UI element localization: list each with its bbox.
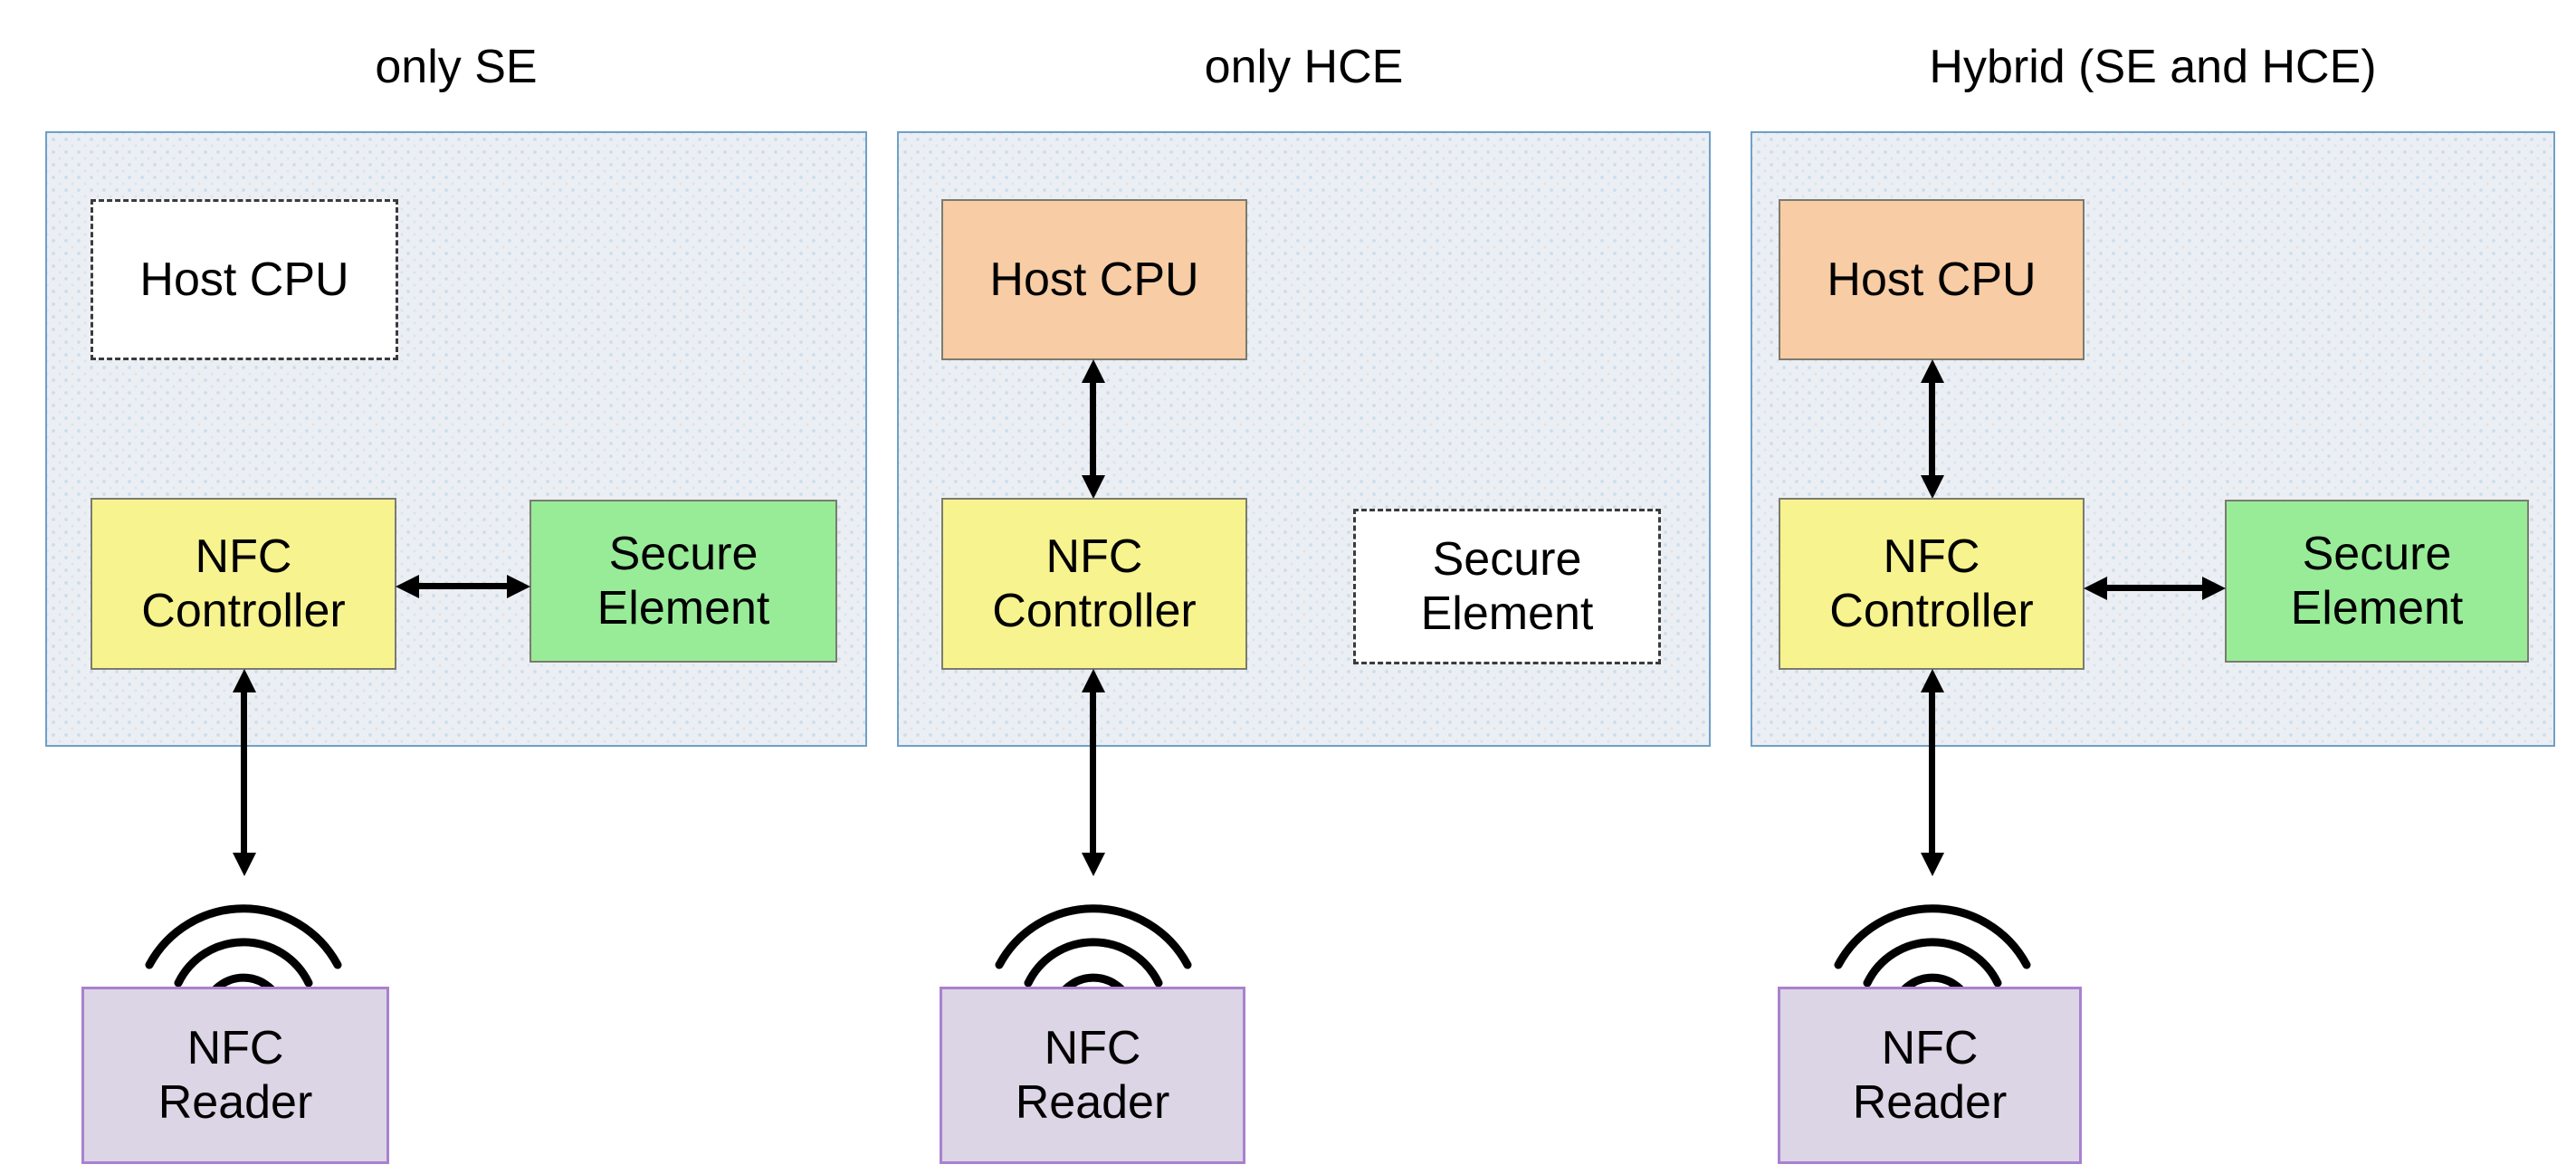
nfc-controller-label: NFC Controller	[992, 530, 1197, 637]
arrow-host-cpu-nfc-controller	[1929, 382, 1935, 476]
nfc-reader-box: NFC Reader	[1778, 987, 2082, 1164]
secure-element-box: Secure Element	[2225, 500, 2529, 663]
nfc-reader-box: NFC Reader	[940, 987, 1245, 1164]
host-cpu-label: Host CPU	[1827, 253, 2037, 306]
nfc-controller-label: NFC Controller	[141, 530, 346, 637]
secure-element-label: Secure Element	[1420, 532, 1594, 640]
arrow-nfc-controller-nfc-reader	[1929, 692, 1935, 854]
nfc-controller-label: NFC Controller	[1829, 530, 2034, 637]
host-cpu-box: Host CPU	[941, 199, 1247, 360]
nfc-controller-box: NFC Controller	[91, 498, 396, 670]
arrow-nfc-controller-secure-element	[418, 583, 508, 589]
host-cpu-box: Host CPU	[1779, 199, 2085, 360]
panel-title-hybrid: Hybrid (SE and HCE)	[1929, 41, 2377, 93]
arrow-nfc-controller-nfc-reader	[241, 692, 247, 854]
arrow-nfc-controller-nfc-reader	[1090, 692, 1096, 854]
arrow-nfc-controller-secure-element	[2106, 585, 2203, 591]
host-cpu-label: Host CPU	[139, 253, 349, 306]
panel-title-only-hce: only HCE	[1204, 41, 1404, 93]
secure-element-box: Secure Element	[1353, 509, 1661, 664]
secure-element-label: Secure Element	[596, 527, 770, 635]
secure-element-box: Secure Element	[530, 500, 837, 663]
panel-title-only-se: only SE	[375, 41, 538, 93]
secure-element-label: Secure Element	[2290, 527, 2464, 635]
nfc-reader-label: NFC Reader	[1015, 1021, 1170, 1129]
host-cpu-box: Host CPU	[91, 199, 398, 360]
nfc-reader-label: NFC Reader	[1852, 1021, 2008, 1129]
nfc-reader-box: NFC Reader	[81, 987, 389, 1164]
arrow-host-cpu-nfc-controller	[1090, 382, 1096, 476]
nfc-controller-box: NFC Controller	[941, 498, 1247, 670]
nfc-controller-box: NFC Controller	[1779, 498, 2085, 670]
host-cpu-label: Host CPU	[989, 253, 1199, 306]
nfc-reader-label: NFC Reader	[157, 1021, 313, 1129]
